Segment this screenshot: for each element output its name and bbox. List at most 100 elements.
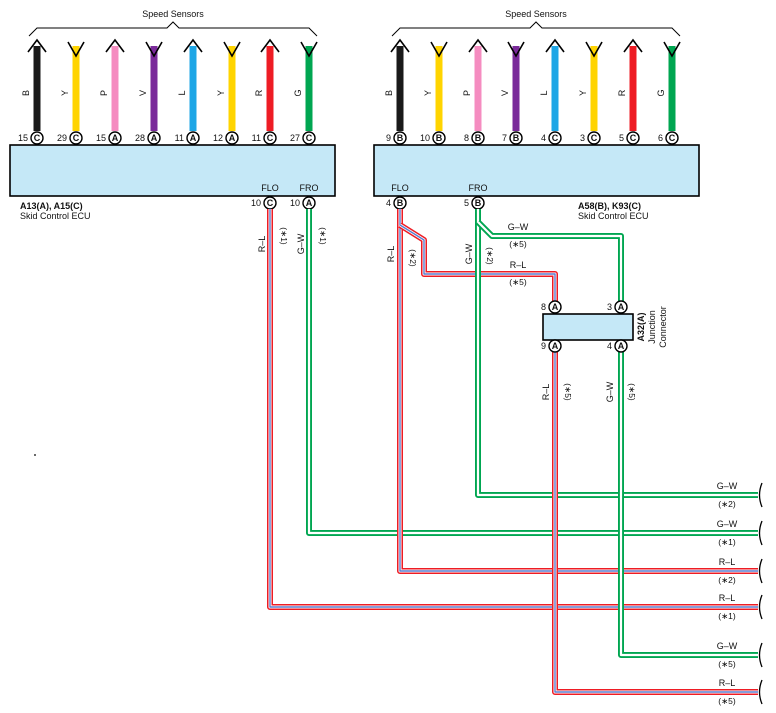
junction-pin-pin: 9: [541, 341, 546, 351]
sensor-pin-pin: 27: [290, 133, 300, 143]
wire-label-flo-branch-rl: R–L: [510, 260, 527, 270]
wire-note-left-rl: (∗1): [279, 227, 289, 245]
wire-note-j9: (∗5): [563, 383, 573, 401]
sensor-pin-conn: A: [112, 133, 119, 143]
sensor-bracket: [391, 21, 681, 37]
sensor-pin-pin: 6: [658, 133, 663, 143]
wire-color-code: P: [462, 90, 472, 96]
wire-color-code: Y: [216, 90, 226, 96]
output-note-label: (∗1): [718, 537, 736, 547]
wire-arrow-down-icon: [223, 41, 241, 58]
ecu-output-pin-conn: C: [267, 198, 274, 208]
sensor-pin-pin: 11: [252, 133, 261, 143]
ecu-description: Skid Control ECU: [20, 211, 91, 221]
wire-arrow-up-icon: [623, 38, 643, 53]
wire-label-fro-gw: G–W: [464, 243, 474, 264]
junction-pin-circle: [614, 339, 628, 353]
wire-label-j9-rl: R–L: [541, 384, 551, 401]
junction-desc-2: Connector: [658, 306, 668, 348]
sensor-pin-conn: C: [34, 133, 41, 143]
wire-color-code: P: [99, 90, 109, 96]
ecu-output-pin-pin: 4: [386, 198, 391, 208]
junction-pin-pin: 8: [541, 302, 546, 312]
ecu-output-label: FRO: [300, 183, 319, 193]
ecu-name: A58(B), K93(C): [578, 201, 641, 211]
ecu-output-pin-pin: 5: [464, 198, 469, 208]
output-wire-label: R–L: [719, 678, 736, 688]
sensor-pin-conn: C: [669, 133, 676, 143]
harness-wires: [267, 209, 758, 695]
wire-color-code: Y: [60, 90, 70, 96]
ecu-box: [9, 144, 336, 197]
junction-pin-conn: A: [552, 341, 559, 351]
wire-color-code: B: [384, 90, 394, 96]
wire-rl-outer: [397, 209, 758, 574]
speed-sensors-title: Speed Sensors: [505, 9, 567, 19]
ecu-output-pin-pin: 10: [290, 198, 300, 208]
junction-name: A32(A): [636, 312, 646, 341]
output-note-label: (∗5): [718, 659, 736, 669]
continuation-break-icon: [758, 520, 763, 546]
junction-box: [542, 313, 634, 341]
wire-note-left-gw: (∗1): [318, 227, 328, 245]
continuation-break-icon: [758, 679, 763, 705]
sensor-pin-conn: C: [552, 133, 559, 143]
junction-pin-pin: 3: [607, 302, 612, 312]
ecu-output-pin-conn: B: [475, 198, 482, 208]
output-terminals: G–W(∗2)G–W(∗1)R–L(∗2)R–L(∗1)G–W(∗5)R–L(∗…: [34, 454, 763, 706]
sensor-pin-pin: 4: [541, 133, 546, 143]
wire-color-code: Y: [423, 90, 433, 96]
wire-color-code: V: [500, 90, 510, 96]
sensor-pin-pin: 29: [57, 133, 67, 143]
wire-arrow-up-icon: [390, 38, 410, 53]
wire-note-fro-gw: (∗2): [485, 247, 495, 265]
output-note-label: (∗5): [718, 696, 736, 706]
sensor-pin-pin: 11: [175, 133, 184, 143]
sensor-pin-circle: [393, 131, 407, 145]
wire-color-code: B: [21, 90, 31, 96]
sensor-pin-pin: 15: [18, 133, 28, 143]
continuation-break-icon: [758, 594, 763, 620]
wire-label-fro-branch-gw: G–W: [508, 222, 529, 232]
ecu-output-label: FLO: [261, 183, 279, 193]
wire-arrow-down-icon: [430, 41, 448, 58]
ecu-output-pin-conn: B: [397, 198, 404, 208]
wire-color-code: G: [656, 89, 666, 96]
continuation-break-icon: [758, 642, 763, 668]
wire-arrow-up-icon: [183, 38, 203, 53]
sensor-pin-conn: A: [151, 133, 158, 143]
output-wire-label: R–L: [719, 557, 736, 567]
junction-pin-pin: 4: [607, 341, 612, 351]
junction-pin-circle: [548, 339, 562, 353]
sensor-pin-circle: [471, 131, 485, 145]
output-note-label: (∗2): [718, 499, 736, 509]
wire-arrow-up-icon: [27, 38, 47, 53]
sensor-pin-circle: [263, 131, 277, 145]
sensor-pin-conn: C: [73, 133, 80, 143]
wire-label-left-rl: R–L: [257, 236, 267, 253]
ecu-output-label: FRO: [469, 183, 488, 193]
sensor-pin-pin: 28: [135, 133, 145, 143]
output-note-label: (∗1): [718, 611, 736, 621]
sensor-pin-circle: [509, 131, 523, 145]
sensor-pin-conn: C: [306, 133, 313, 143]
sensor-pin-pin: 7: [502, 133, 507, 143]
sensor-pin-circle: [432, 131, 446, 145]
sensor-pin-pin: 3: [580, 133, 585, 143]
junction-pin-conn: A: [618, 341, 625, 351]
sensor-pin-circle: [108, 131, 122, 145]
output-wire-label: G–W: [717, 481, 738, 491]
wire-color-code: R: [254, 89, 264, 96]
wire-note-flo-rl: (∗2): [408, 249, 418, 267]
wire-color-code: L: [177, 90, 187, 95]
sensor-pin-pin: 8: [464, 133, 469, 143]
sensor-pin-circle: [665, 131, 679, 145]
wire-rl-gap: [398, 209, 758, 573]
sensor-pin-pin: 9: [386, 133, 391, 143]
wire-rl-inner: [399, 224, 556, 308]
wire-gw-inner: [619, 350, 758, 657]
wire-arrow-up-icon: [260, 38, 280, 53]
sensor-pin-pin: 15: [96, 133, 106, 143]
